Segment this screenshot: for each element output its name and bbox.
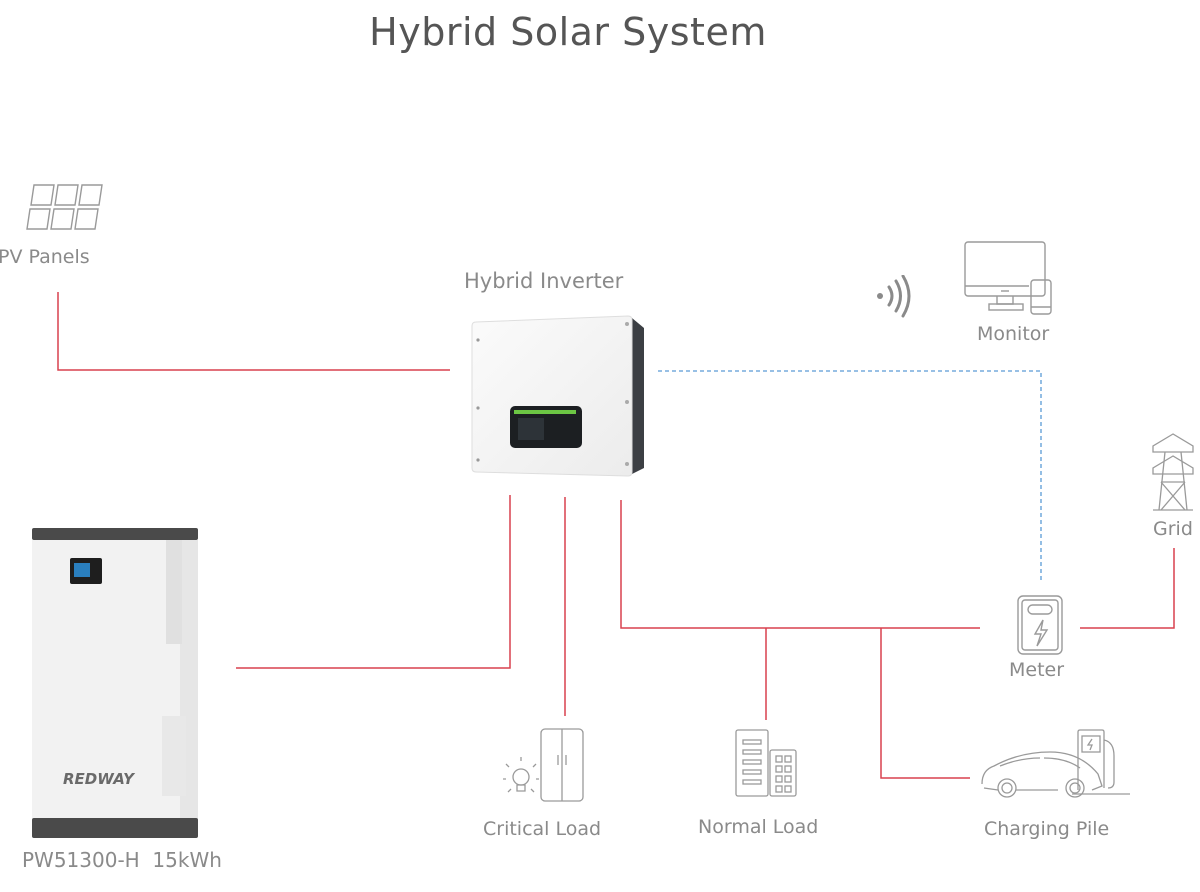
wire-meter-to-grid <box>1080 548 1175 629</box>
critical-load-label: Critical Load <box>483 818 602 840</box>
fridge-bulb-icon <box>503 728 584 802</box>
wire-to-charging-pile <box>880 628 970 779</box>
inverter-icon <box>471 315 644 477</box>
battery-label: PW51300-H 15kWh <box>22 848 222 872</box>
hybrid-inverter-label: Hybrid Inverter <box>464 269 624 293</box>
solar-panel-icon <box>26 184 103 230</box>
battery-brand-logo: REDWAY <box>63 770 136 788</box>
ev-charger-icon <box>981 729 1130 798</box>
normal-load-label: Normal Load <box>698 816 819 838</box>
power-tower-icon <box>1152 433 1194 511</box>
building-icon <box>735 729 797 797</box>
wireless-signal-icon <box>877 275 911 318</box>
wire-battery-to-inverter <box>236 495 511 669</box>
diagram-title: Hybrid Solar System <box>369 10 767 54</box>
wire-pv-to-inverter <box>57 292 450 371</box>
wire-inverter-to-meter <box>620 500 980 629</box>
meter-label: Meter <box>1009 659 1065 681</box>
monitor-label: Monitor <box>977 323 1050 345</box>
monitor-icon <box>964 241 1052 315</box>
charging-pile-label: Charging Pile <box>984 818 1110 840</box>
data-link-inverter-to-meter <box>658 370 1042 580</box>
grid-label: Grid <box>1153 518 1193 540</box>
battery-icon: REDWAY <box>32 528 198 838</box>
meter-icon <box>1017 595 1063 655</box>
pv-panels-label: PV Panels <box>0 246 90 268</box>
